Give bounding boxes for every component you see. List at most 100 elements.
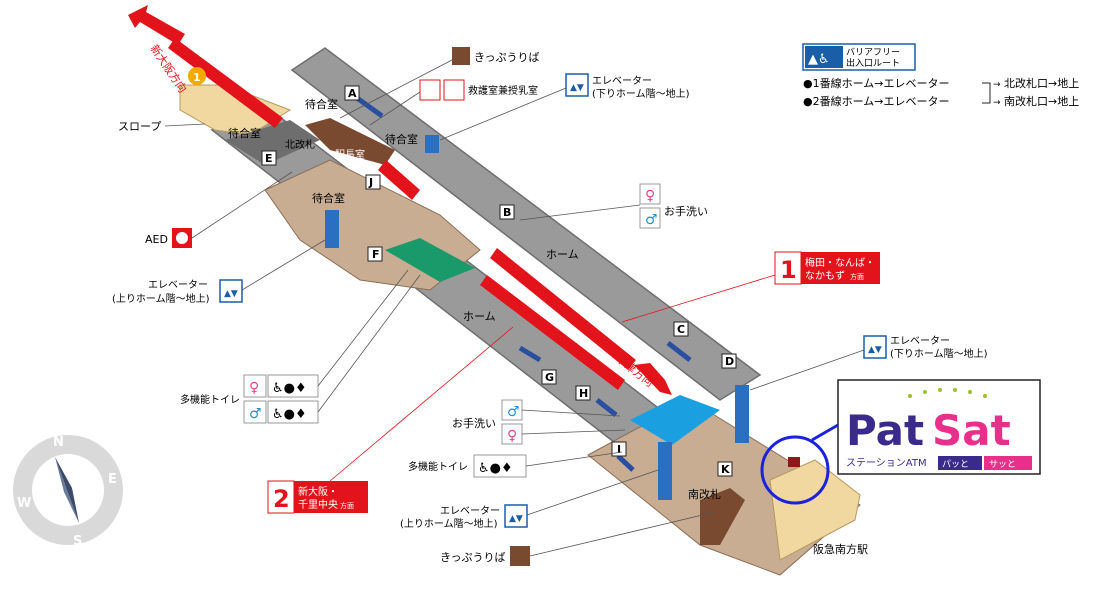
man-glyph: ♂ — [507, 404, 520, 420]
letter-c: C — [677, 323, 685, 336]
aed-heart — [176, 232, 188, 244]
letter-d: D — [725, 355, 734, 368]
barrier-free-route-2: ●2番線ホーム→エレベーター — [803, 94, 949, 108]
escalator — [518, 345, 542, 363]
label-toilet-bottom: お手洗い — [452, 416, 496, 430]
letter-j: J — [368, 176, 373, 189]
label-north-gate: 北改札 — [285, 138, 315, 151]
label-home-lower: ホーム — [463, 310, 496, 323]
platform-2-line1: 新大阪・ — [298, 485, 338, 498]
leader-kippu-bottom — [529, 511, 716, 557]
label-station-master: 駅長室 — [335, 148, 365, 161]
exit-1-badge — [188, 67, 206, 85]
track-bar-1 — [490, 248, 636, 370]
letter-k: K — [721, 463, 730, 476]
label-elevator-top-1: エレベーター — [592, 75, 652, 87]
platform-1-suffix: 方面 — [850, 272, 864, 281]
ticket-icon — [452, 47, 470, 65]
compass: N E S W — [13, 435, 123, 549]
label-multi-toilet-left: 多機能トイレ — [180, 393, 240, 406]
label-elevator-left-1: エレベーター — [148, 279, 208, 291]
label-waiting-room-4: 待合室 — [312, 191, 345, 205]
compass-needle-south — [55, 457, 79, 523]
route-bracket — [982, 82, 991, 104]
wheelchair-glyph: ▲♿ — [808, 52, 830, 67]
patsat-logo-sat: Sat — [932, 406, 1011, 455]
man-glyph: ♂ — [249, 406, 262, 422]
elevator-blocks — [325, 135, 749, 500]
label-elevator-top-2: (下りホーム階～地上) — [592, 87, 690, 100]
letter-f: F — [372, 248, 380, 261]
leader-slope — [164, 123, 206, 127]
escalator — [616, 454, 635, 472]
track-bar-j — [378, 160, 420, 200]
platform-2-number-box — [267, 480, 295, 514]
patsat-logo-pat: Pat — [846, 406, 924, 455]
track-bar-nakatsu — [634, 363, 672, 395]
platform-2-line2: 千里中央 — [298, 498, 338, 511]
patsat-tag-b-bg — [984, 456, 1032, 470]
label-elevator-bottom-1: エレベーター — [440, 505, 500, 517]
leader-platform-2 — [329, 326, 514, 482]
letter-i: I — [617, 443, 621, 456]
accessible-glyph: ♿●♦ — [478, 461, 513, 476]
elevator-glyph: ▲▼ — [509, 514, 523, 524]
leader-multi-toilet-bottom — [525, 451, 623, 467]
elevator-icon — [565, 73, 589, 97]
escalators — [355, 95, 692, 472]
label-elevator-bottom-2: (上りホーム階～地上) — [400, 517, 498, 530]
arrow-shin-osaka — [128, 5, 185, 45]
cyan-area — [630, 395, 720, 445]
compass-e: E — [108, 472, 117, 487]
platform-right — [290, 47, 762, 401]
leader-first-aid — [369, 91, 421, 126]
elevator-icon-bottom — [504, 504, 528, 528]
letter-g: G — [545, 371, 554, 384]
patsat-tag-a: パッと — [942, 459, 969, 470]
leader-elevator-right — [749, 349, 865, 391]
track-bar-north — [168, 38, 283, 128]
platform-1-line1: 梅田・なんば・ — [805, 256, 875, 269]
compass-w: W — [17, 496, 31, 511]
atm-marker — [788, 457, 800, 467]
first-aid-icon — [419, 79, 441, 101]
label-elevator-right-2: (下りホーム階～地上) — [890, 347, 988, 360]
woman-glyph: ♀ — [507, 428, 517, 444]
elevator-shaft — [325, 210, 339, 248]
leader-kippu-top — [339, 59, 453, 119]
escalator — [666, 341, 692, 362]
leader-aed — [191, 171, 293, 239]
compass-n: N — [53, 435, 64, 450]
label-waiting-room-1: 待合室 — [305, 97, 338, 111]
label-first-aid: 救護室兼授乳室 — [468, 84, 538, 97]
ticket-icon — [510, 546, 530, 566]
barrier-free-dest-2: 南改札口→地上 — [1004, 94, 1079, 108]
waiting-room-block — [225, 120, 320, 165]
platform-2-suffix: 方面 — [340, 501, 354, 510]
label-home-upper: ホーム — [546, 248, 579, 261]
barrier-free-route-1: ●1番線ホーム→エレベーター — [803, 76, 949, 90]
leader-toilet-bottom-1 — [521, 409, 621, 417]
barrier-free-title-2: 出入口ルート — [846, 57, 900, 69]
platform-1-number-box — [774, 251, 802, 285]
barrier-free-title-1: バリアフリー — [846, 47, 900, 58]
elevator-glyph: ▲▼ — [868, 345, 882, 355]
label-slope: スロープ — [118, 120, 161, 133]
track-bar-2 — [480, 275, 625, 390]
arrow-glyph: → — [993, 80, 1001, 90]
label-kippu-top: きっぷうりば — [474, 51, 540, 64]
toilet-women-icon — [639, 183, 661, 205]
elevator-glyph: ▲▼ — [570, 83, 584, 93]
label-aed: AED — [145, 233, 168, 246]
label-waiting-room-2: 待合室 — [228, 126, 261, 140]
label-multi-toilet-bottom: 多機能トイレ — [408, 460, 468, 473]
letter-h: H — [579, 387, 588, 400]
leader-platform-1 — [621, 274, 776, 323]
leader-multi-toilet-1 — [317, 269, 409, 387]
patsat-tag-main: ステーションATM — [846, 458, 927, 469]
leader-toilet-top — [519, 204, 641, 221]
elevator-shaft — [735, 385, 749, 443]
accessible-glyph: ♿●♦ — [272, 381, 307, 396]
platform-1-number: 1 — [780, 256, 797, 284]
